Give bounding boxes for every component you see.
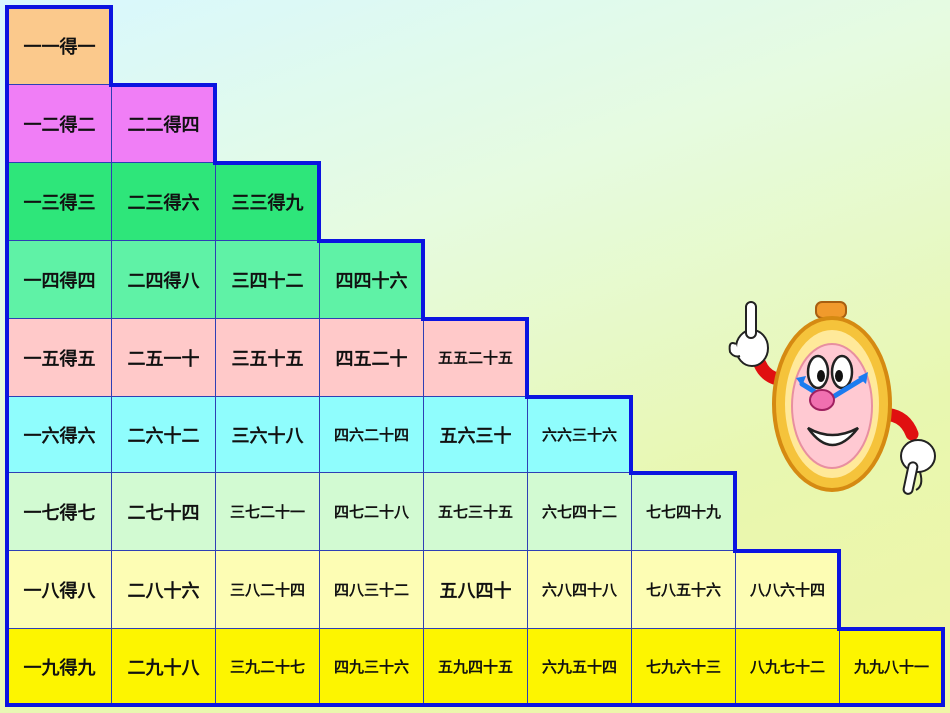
table-cell: 七九六十三 [631, 629, 735, 705]
table-cell: 二三得六 [111, 163, 215, 241]
staircase-border [525, 317, 529, 399]
staircase-border [317, 161, 321, 243]
table-cell: 八九七十二 [735, 629, 839, 705]
staircase-border [109, 5, 113, 87]
table-cell: 六六三十六 [527, 397, 631, 473]
table-cell: 三五十五 [215, 319, 319, 397]
staircase-border [109, 83, 217, 87]
staircase-border [213, 161, 321, 165]
table-cell: 三八二十四 [215, 551, 319, 629]
table-cell: 一八得八 [7, 551, 111, 629]
table-cell: 四四十六 [319, 241, 423, 319]
table-cell: 一四得四 [7, 241, 111, 319]
table-cell: 三三得九 [215, 163, 319, 241]
table-cell: 四九三十六 [319, 629, 423, 705]
table-cell: 七七四十九 [631, 473, 735, 551]
table-cell: 一六得六 [7, 397, 111, 473]
staircase-border [213, 83, 217, 165]
table-cell: 一三得三 [7, 163, 111, 241]
table-cell: 六九五十四 [527, 629, 631, 705]
table-cell: 二六十二 [111, 397, 215, 473]
table-cell: 一七得七 [7, 473, 111, 551]
table-cell: 一一得一 [7, 7, 111, 85]
table-cell: 三四十二 [215, 241, 319, 319]
staircase-border [629, 471, 737, 475]
table-cell: 八八六十四 [735, 551, 839, 629]
table-cell: 二二得四 [111, 85, 215, 163]
staircase-border [5, 703, 945, 707]
table-cell: 七八五十六 [631, 551, 735, 629]
staircase-border [733, 549, 841, 553]
staircase-border [629, 395, 633, 475]
table-cell: 五九四十五 [423, 629, 527, 705]
staircase-border [837, 627, 945, 631]
table-cell: 五七三十五 [423, 473, 527, 551]
table-cell: 九九八十一 [839, 629, 943, 705]
table-cell: 二七十四 [111, 473, 215, 551]
table-cell: 一五得五 [7, 319, 111, 397]
table-cell: 三七二十一 [215, 473, 319, 551]
table-cell: 四六二十四 [319, 397, 423, 473]
smiling-clock-mascot-icon [728, 301, 936, 495]
staircase-border [941, 627, 945, 707]
table-cell: 二八十六 [111, 551, 215, 629]
table-cell: 四八三十二 [319, 551, 423, 629]
staircase-border [317, 239, 425, 243]
table-cell: 六七四十二 [527, 473, 631, 551]
table-cell: 六八四十八 [527, 551, 631, 629]
table-cell: 四七二十八 [319, 473, 423, 551]
table-cell: 一九得九 [7, 629, 111, 705]
staircase-border [525, 395, 633, 399]
table-cell: 五六三十 [423, 397, 527, 473]
staircase-border [421, 239, 425, 321]
table-cell: 二九十八 [111, 629, 215, 705]
table-cell: 三六十八 [215, 397, 319, 473]
table-cell: 五五二十五 [423, 319, 527, 397]
staircase-border [733, 471, 737, 553]
table-cell: 四五二十 [319, 319, 423, 397]
table-cell: 一二得二 [7, 85, 111, 163]
table-cell: 三九二十七 [215, 629, 319, 705]
table-cell: 五八四十 [423, 551, 527, 629]
staircase-border [837, 549, 841, 631]
table-cell: 二五一十 [111, 319, 215, 397]
table-cell: 二四得八 [111, 241, 215, 319]
staircase-border [5, 5, 111, 9]
staircase-border [421, 317, 529, 321]
staircase-border [5, 5, 9, 707]
